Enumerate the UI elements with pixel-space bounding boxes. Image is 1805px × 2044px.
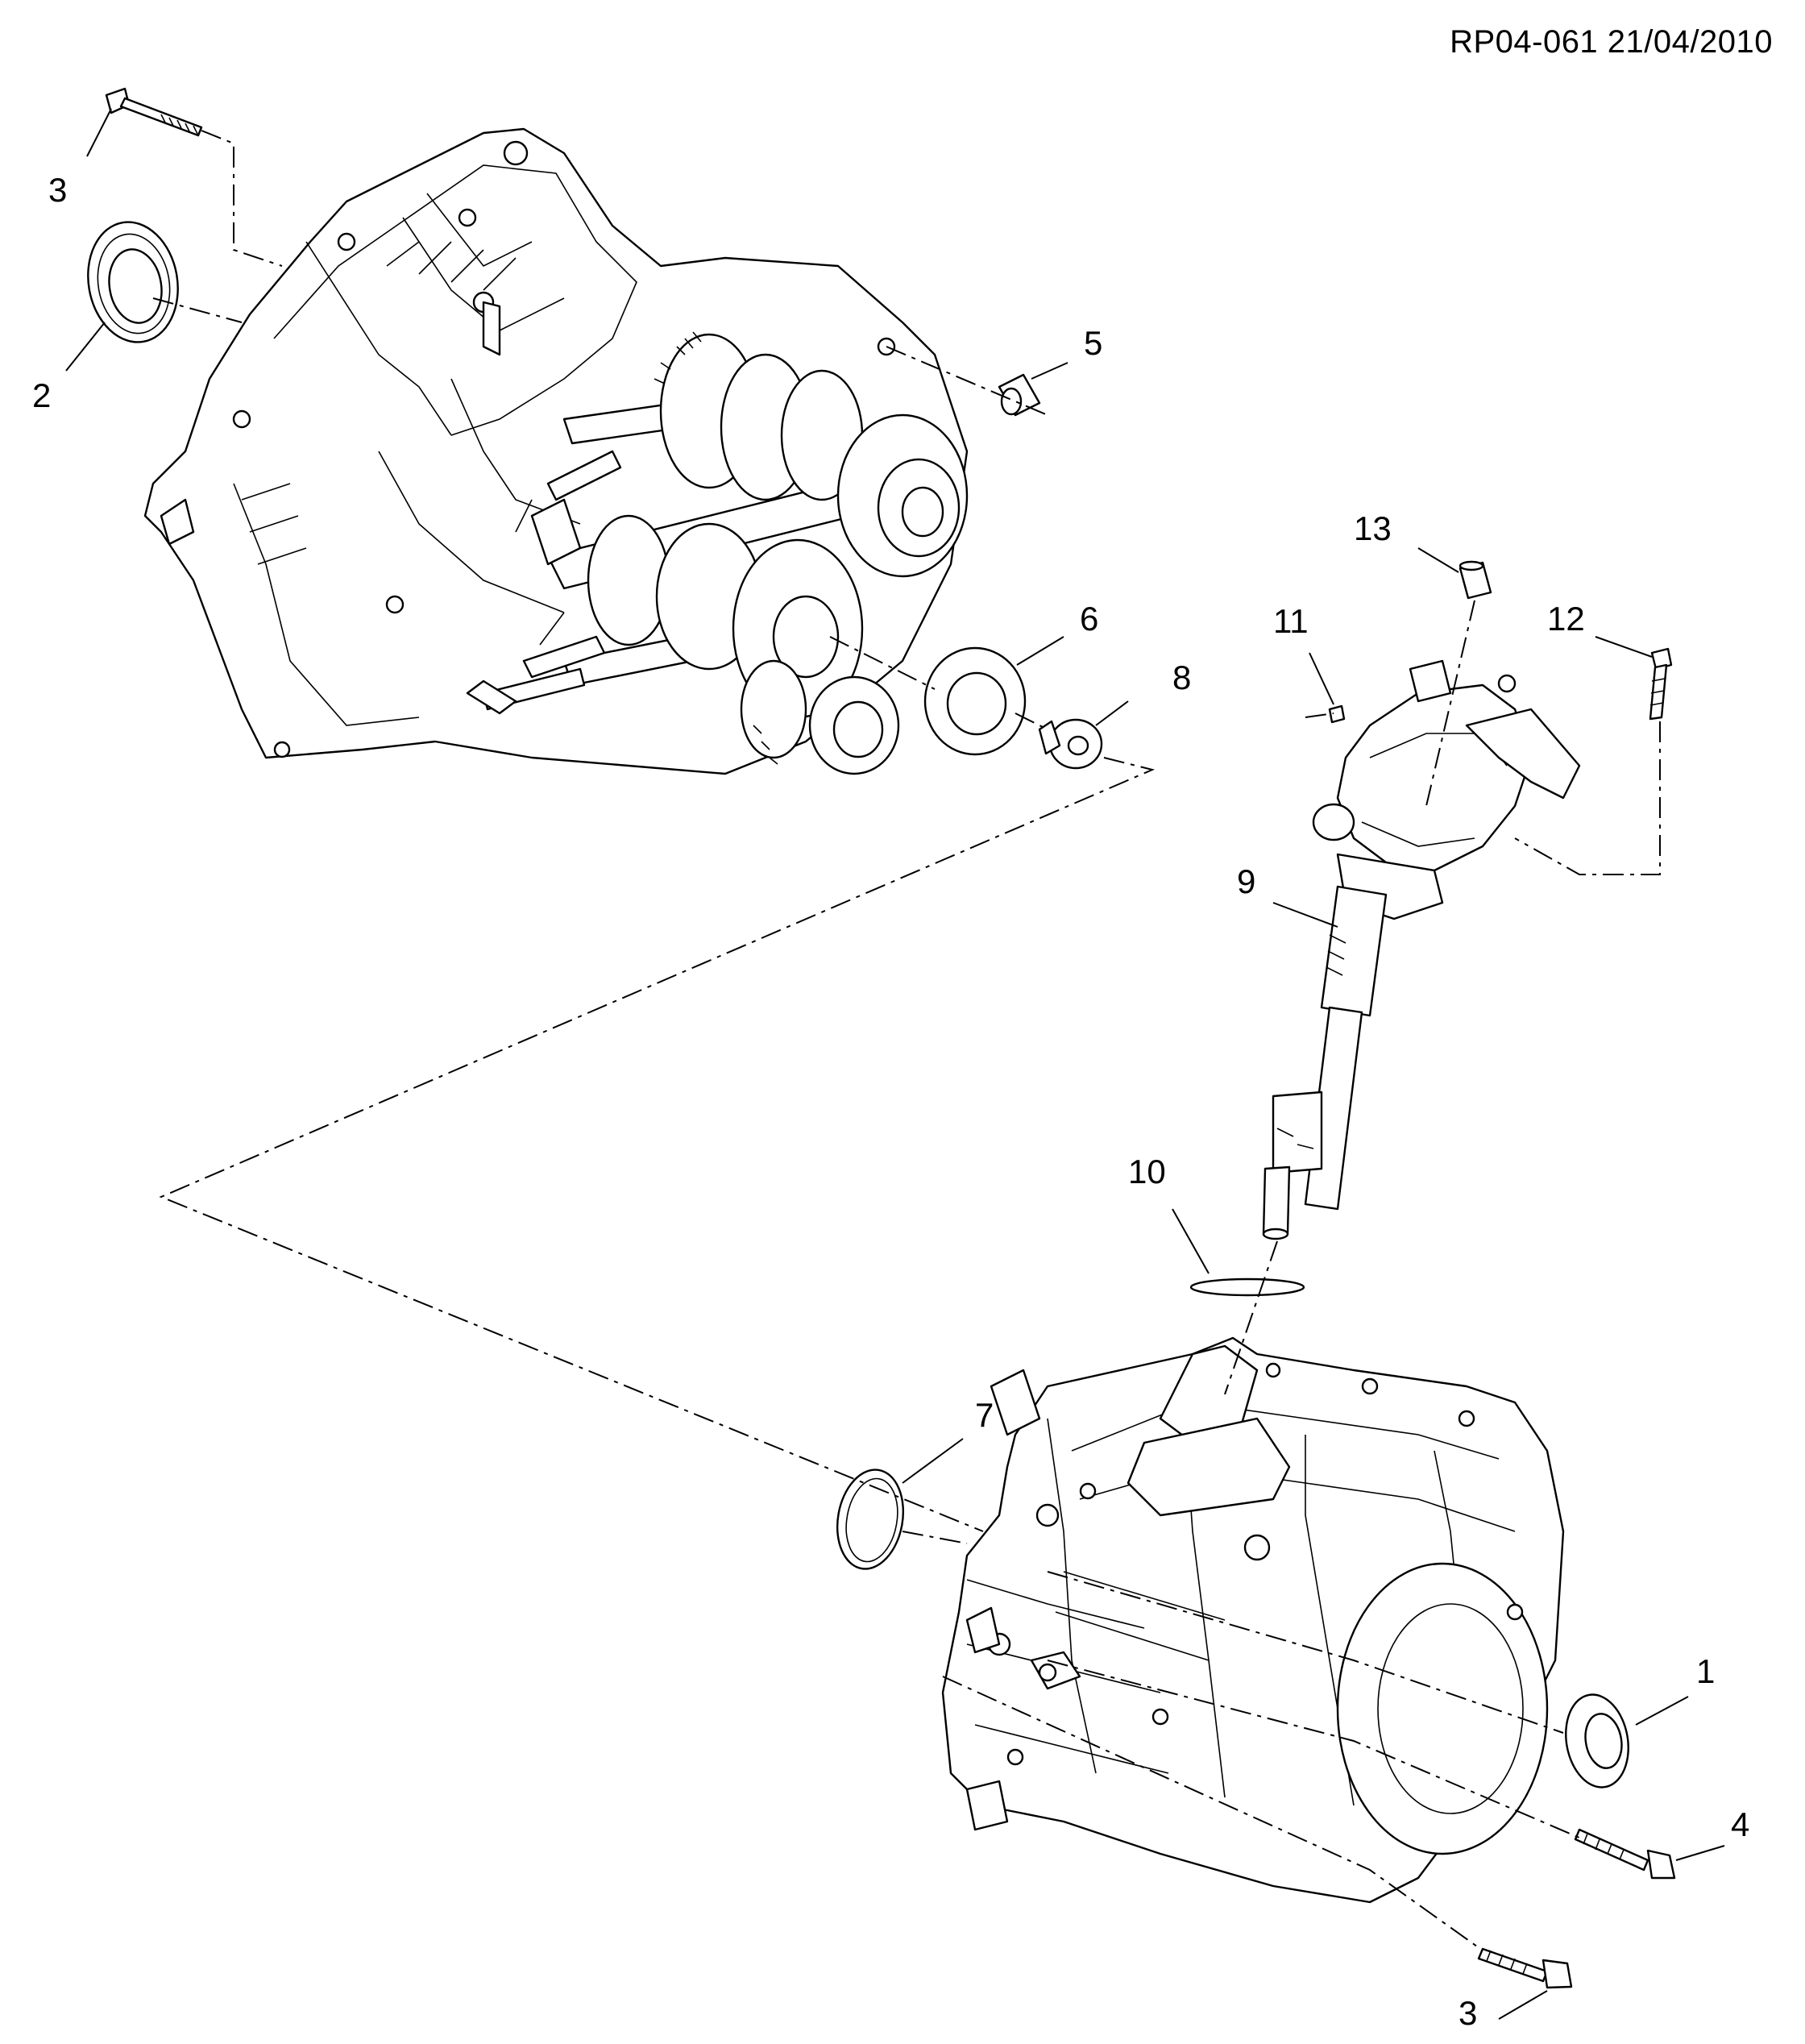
callout-11: 11 — [1273, 602, 1309, 640]
gear-selector-mechanism — [1262, 659, 1581, 1240]
leader-lines — [65, 108, 1725, 2020]
case-bolt-long — [1574, 1828, 1676, 1880]
callout-3-bottom: 3 — [1459, 1994, 1477, 2032]
callout-1: 1 — [1696, 1652, 1715, 1690]
callout-6: 6 — [1080, 600, 1098, 638]
callout-4: 4 — [1731, 1805, 1749, 1843]
flange-bolt-lower — [1477, 1947, 1573, 1989]
selector-cap — [1459, 560, 1492, 600]
oil-seal-lower — [1565, 1693, 1629, 1788]
o-ring-seal — [836, 1469, 905, 1570]
callout-3-top: 3 — [48, 171, 67, 209]
clutch-housing-assembly — [143, 127, 969, 775]
callout-7: 7 — [975, 1396, 994, 1434]
selector-bolt — [1649, 647, 1673, 721]
callout-12: 12 — [1547, 600, 1585, 638]
oil-seal-upper — [87, 221, 179, 343]
callout-13: 13 — [1354, 509, 1392, 547]
callout-8: 8 — [1172, 658, 1191, 696]
shaft-nut — [1038, 718, 1103, 770]
drawing-reference: RP04-061 21/04/2010 — [1450, 24, 1773, 60]
flange-bolt-upper — [105, 87, 203, 137]
dowel-bushing — [998, 373, 1041, 417]
transmission-case-assembly — [941, 1336, 1565, 1904]
selector-gasket — [1189, 1278, 1305, 1297]
alignment-lines — [152, 130, 1661, 1951]
callout-9: 9 — [1237, 862, 1255, 900]
retaining-clip — [1328, 704, 1346, 724]
callout-5: 5 — [1084, 324, 1102, 362]
callout-labels: 3 2 5 6 8 13 11 12 9 10 7 1 4 3 — [32, 171, 1749, 2032]
callout-2: 2 — [32, 376, 51, 414]
callout-10: 10 — [1128, 1153, 1166, 1190]
output-bearing — [923, 646, 1027, 756]
